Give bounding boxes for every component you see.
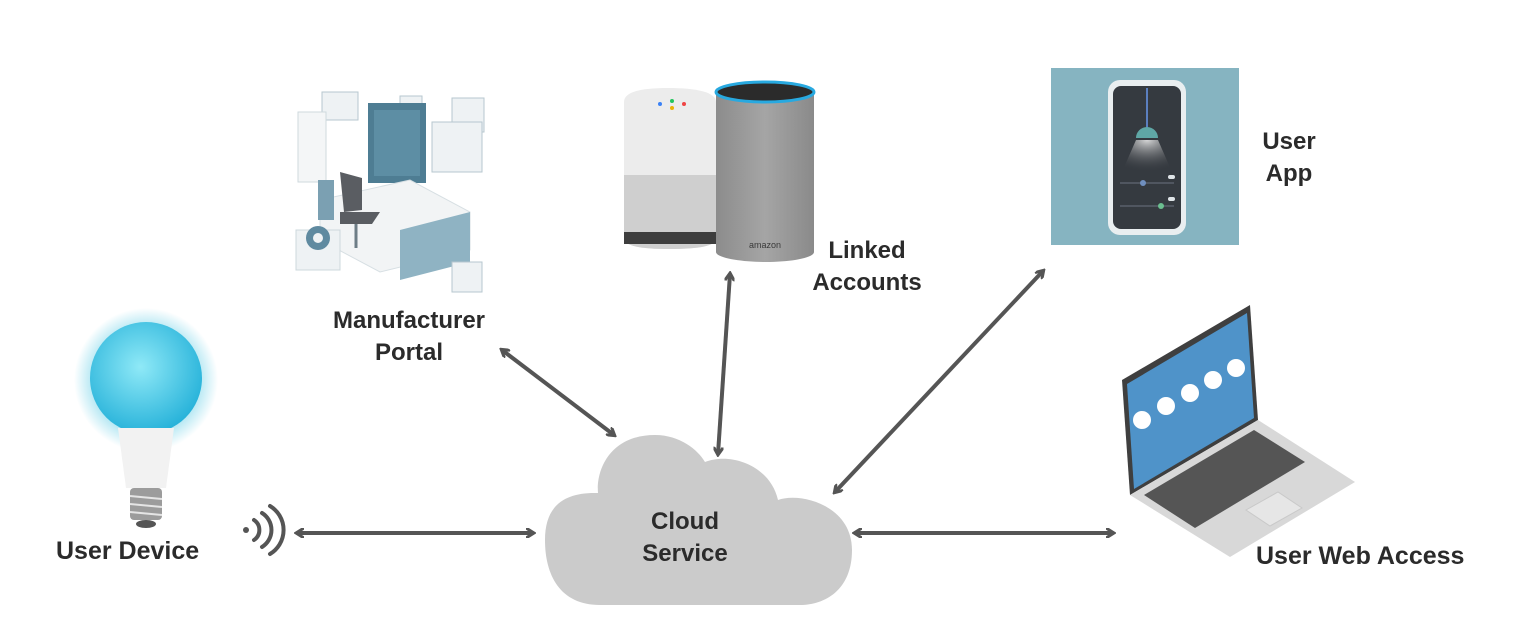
accounts-label-line2: Accounts xyxy=(812,269,922,296)
user-web-access-label: User Web Access xyxy=(1256,542,1465,570)
cloud-label-line1: Cloud xyxy=(651,508,719,535)
svg-text:amazon: amazon xyxy=(749,240,781,250)
cloud-service-label: Cloud Service xyxy=(600,506,770,570)
light-bulb-icon xyxy=(74,308,218,528)
arrow-accounts-cloud xyxy=(718,274,730,454)
portal-label-line2: Portal xyxy=(374,339,443,366)
user-device-label: User Device xyxy=(56,537,200,565)
smart-speakers-illustration: amazon xyxy=(624,80,816,262)
app-label-line1: User xyxy=(1262,128,1316,155)
user-app-illustration xyxy=(1051,68,1239,245)
user-app-label: User App xyxy=(1250,126,1328,190)
wifi-signal-icon xyxy=(243,504,286,556)
cloud-service-shape xyxy=(545,435,852,605)
arrow-portal-cloud xyxy=(502,350,614,435)
manufacturer-portal-illustration xyxy=(295,91,485,293)
portal-label-line1: Manufacturer xyxy=(332,307,486,334)
arrow-app-cloud xyxy=(835,271,1043,492)
app-label-line2: App xyxy=(1265,160,1313,187)
manufacturer-portal-label: Manufacturer Portal xyxy=(318,305,500,369)
cloud-label-line2: Service xyxy=(642,540,728,567)
linked-accounts-label: Linked Accounts xyxy=(800,235,934,299)
accounts-label-line1: Linked xyxy=(828,237,906,264)
laptop-illustration xyxy=(1122,305,1355,557)
